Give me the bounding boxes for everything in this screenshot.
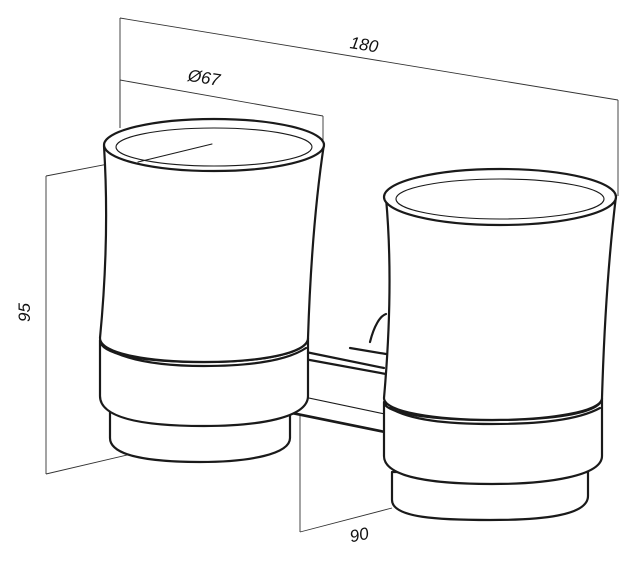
- label-90: 90: [348, 524, 371, 547]
- left-tumbler: [98, 117, 326, 464]
- label-diameter: Ø67: [186, 66, 222, 90]
- label-95: 95: [15, 303, 34, 322]
- label-180: 180: [349, 33, 381, 56]
- dimension-90: [299, 398, 393, 533]
- right-tumbler: [382, 167, 618, 522]
- dimension-diameter: [119, 79, 324, 140]
